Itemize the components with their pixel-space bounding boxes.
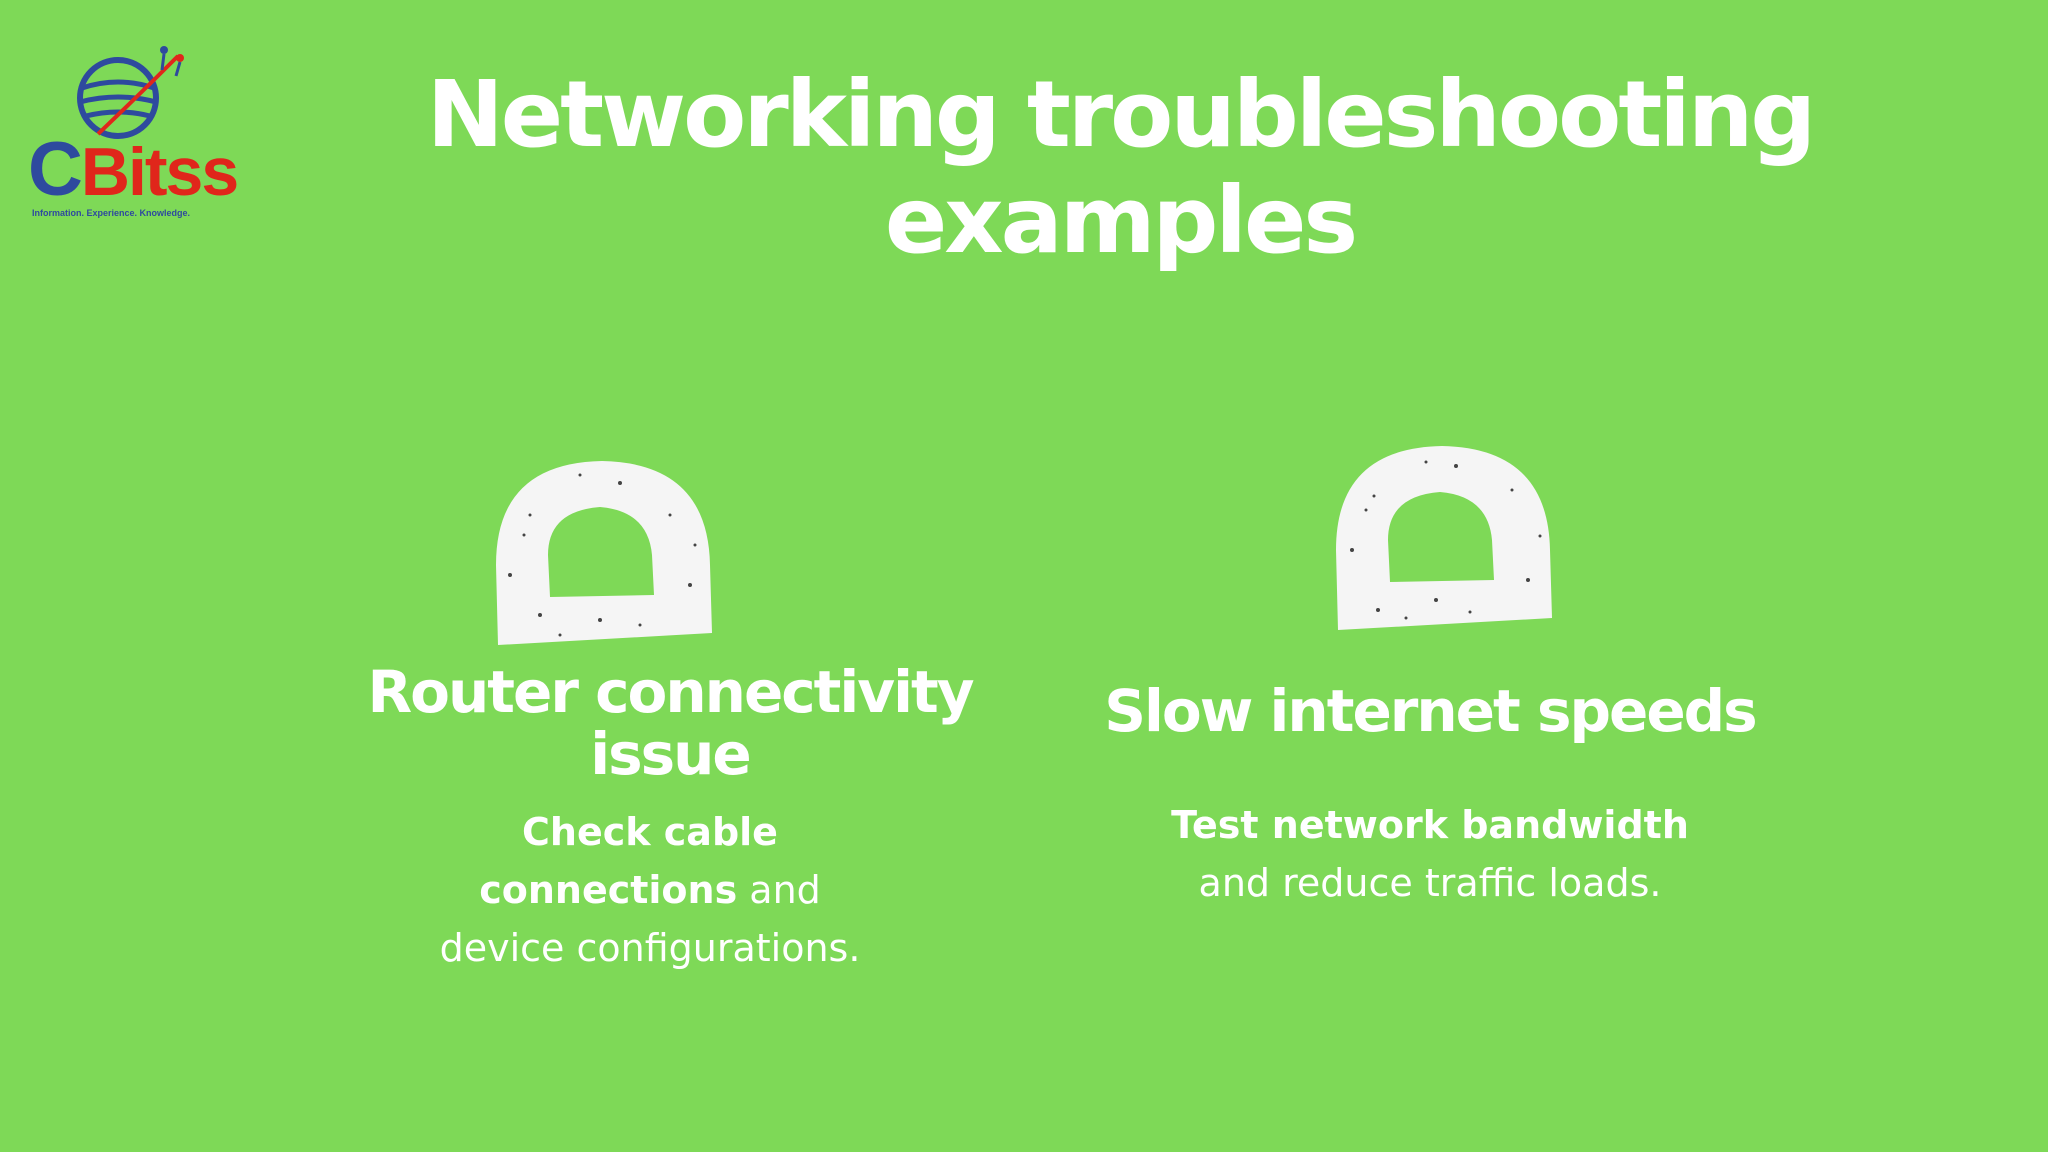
desc-text: and [737, 868, 821, 912]
card-heading: Slow internet speeds [1104, 677, 1757, 745]
logo-tagline: Information. Experience. Knowledge. [32, 208, 191, 218]
card-description: Test network bandwidth and reduce traffi… [1080, 796, 1780, 912]
arch-icon [496, 461, 712, 645]
card-description: Check cable connections and device confi… [330, 803, 970, 977]
logo-initial: C [28, 127, 83, 212]
desc-text: and reduce traffic loads. [1198, 861, 1662, 905]
cbitss-logo: CBitss Information. Experience. Knowledg… [28, 36, 239, 226]
card-heading: Router connectivity issue [367, 658, 974, 788]
desc-bold: Check cable [522, 810, 778, 854]
card-slow-internet: Slow internet speeds Test network bandwi… [1080, 440, 1780, 912]
desc-bold: Test network bandwidth [1171, 803, 1689, 847]
globe-icon [77, 46, 184, 139]
desc-bold: connections [479, 868, 738, 912]
slide-title: Networking troubleshooting examples [426, 61, 1816, 274]
card-router: Router connectivity issue Check cable co… [330, 455, 1010, 977]
arch-icon [1336, 446, 1552, 630]
logo-wordmark: CBitss [28, 132, 239, 210]
desc-text: device configurations. [439, 926, 861, 970]
logo-rest: Bitss [80, 134, 239, 210]
